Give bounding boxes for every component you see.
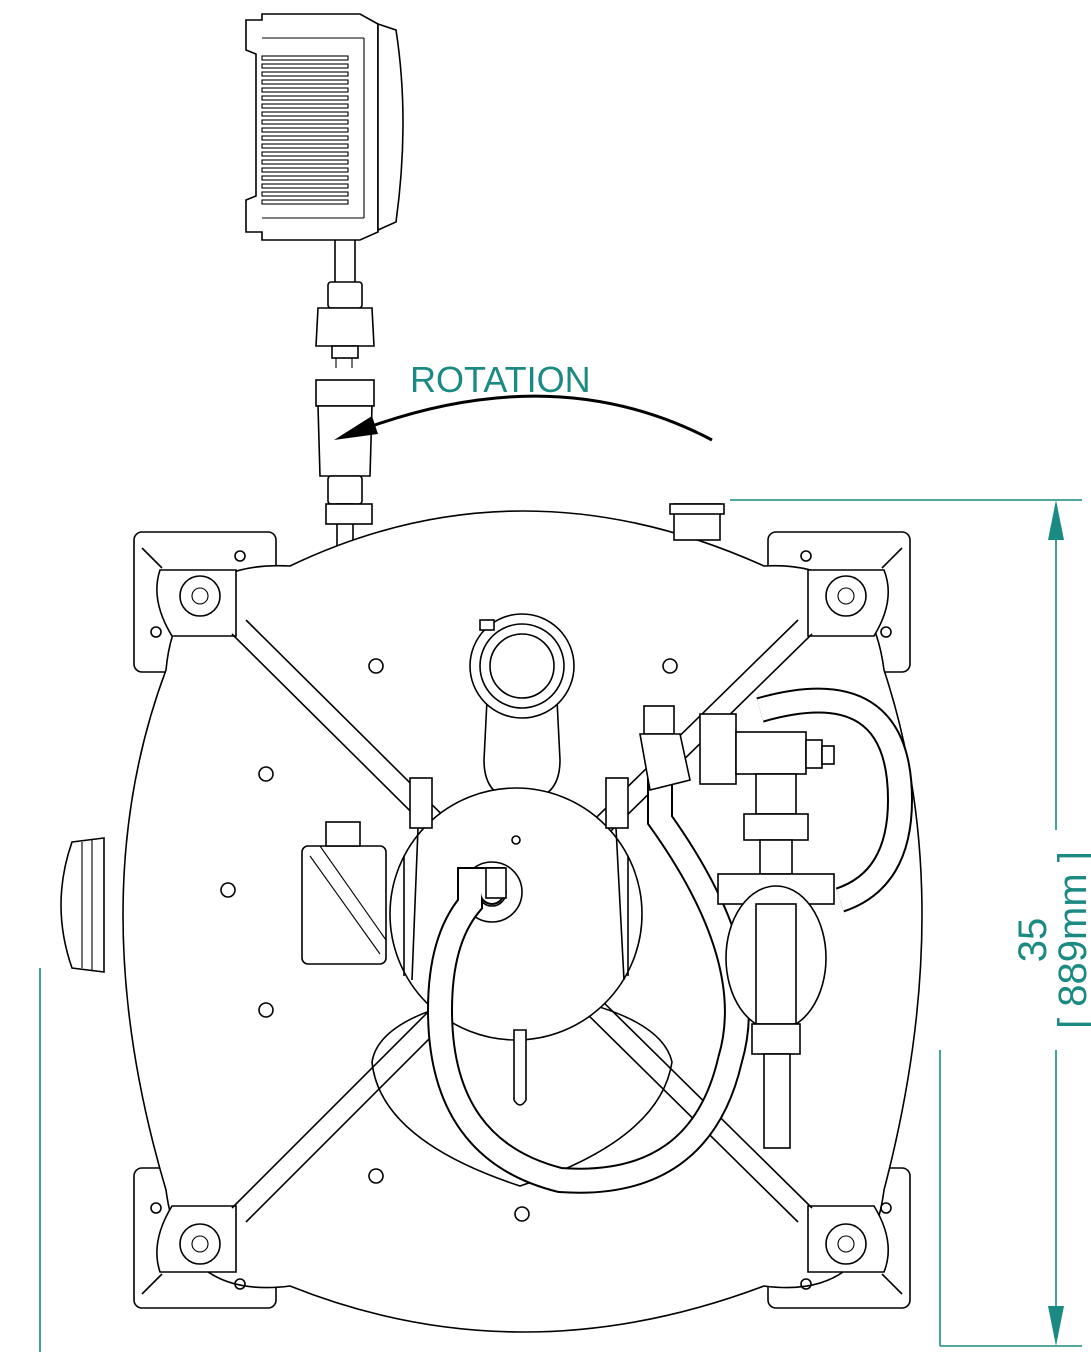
cooling-fin (261, 79, 349, 85)
cooling-fin (261, 103, 349, 109)
cooling-fin (261, 55, 349, 61)
valve-assembly (639, 687, 914, 1149)
cooling-fin (261, 95, 349, 101)
rotation-label: ROTATION (410, 359, 591, 400)
cooling-fin (261, 175, 349, 181)
control-box (245, 13, 404, 241)
cooling-fin (261, 111, 349, 117)
cooling-fin (261, 167, 349, 173)
cooling-fin (261, 159, 349, 165)
outlet-fitting (469, 613, 575, 801)
cooling-fin (261, 71, 349, 77)
cooling-fin (261, 135, 349, 141)
cooling-fin (261, 191, 349, 197)
cooling-fin (261, 183, 349, 189)
dimension-mm: [ 889mm ] (1051, 851, 1091, 1029)
cooling-fin (261, 119, 349, 125)
cooling-fin (261, 199, 349, 205)
cooling-fin (261, 151, 349, 157)
cooling-fin (261, 143, 349, 149)
dimension-inches: 35 (1011, 918, 1055, 963)
dimension-line (39, 499, 1082, 1352)
cooling-fin (261, 127, 349, 133)
rotation-arrow (334, 394, 713, 442)
cooling-fin (261, 63, 349, 69)
cooling-fin (261, 87, 349, 93)
